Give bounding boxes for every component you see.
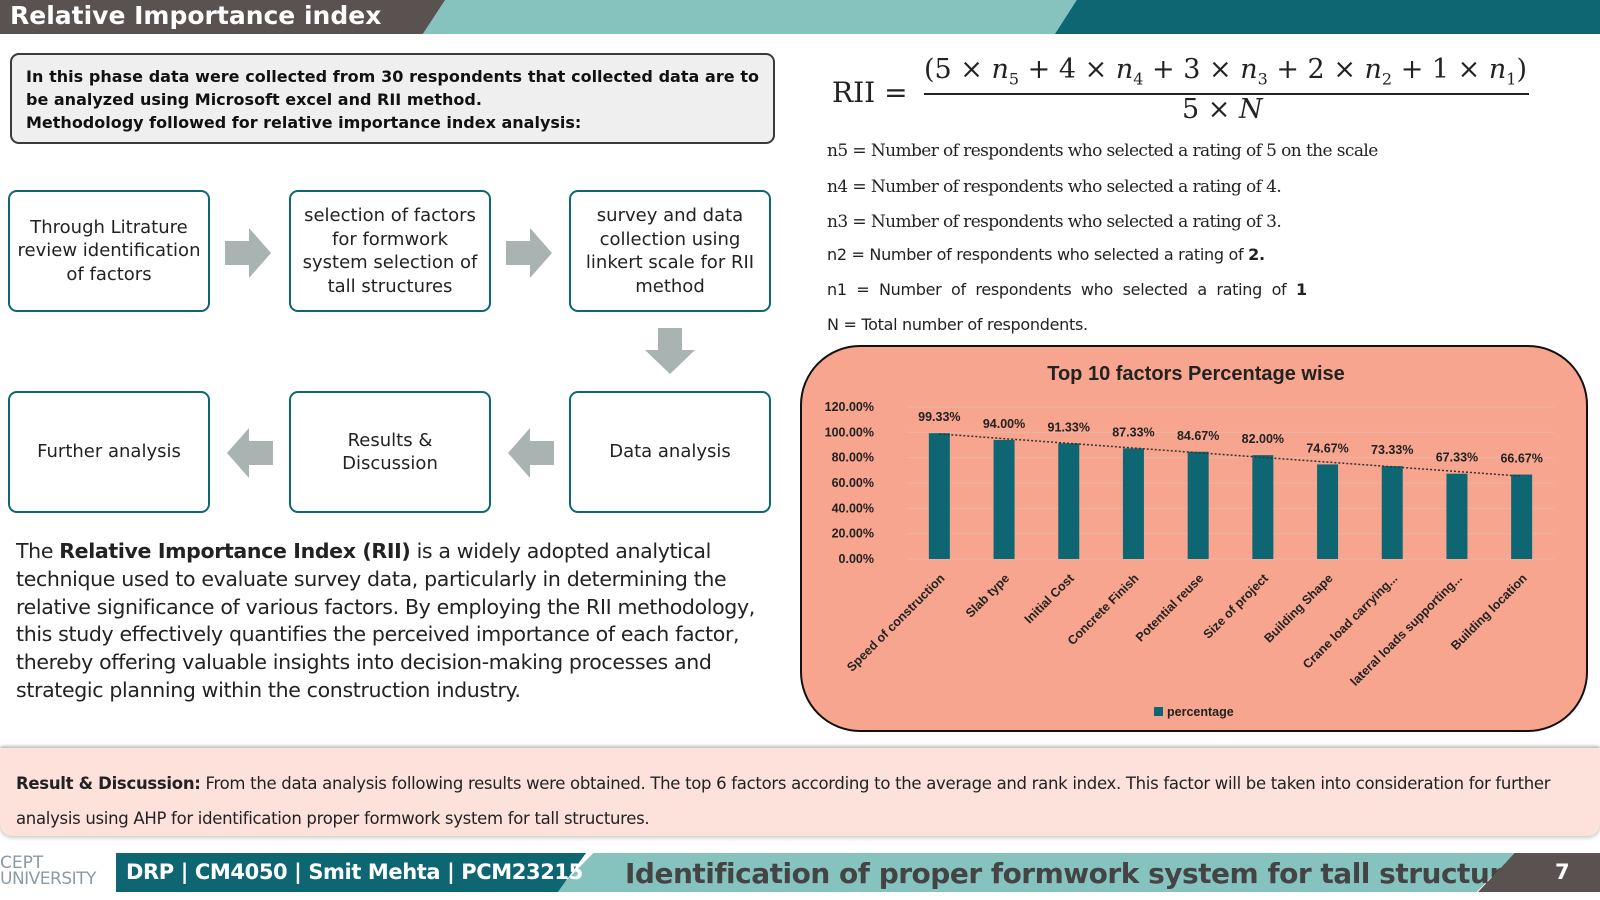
data-label: 99.33% — [918, 410, 960, 424]
bar-chart: Top 10 factors Percentage wise 0.00% 20.00… — [825, 363, 1554, 719]
intro-box: In this phase data were collected from 3… — [10, 53, 775, 144]
definition-n1-text: n1 = Number of respondents who selected … — [827, 280, 1296, 299]
legend-swatch — [1154, 707, 1163, 716]
flow-step-further: Further analysis — [8, 391, 210, 513]
definition-n1-value: 1 — [1295, 280, 1307, 299]
trendline — [939, 433, 1522, 477]
header-accent — [1055, 0, 1600, 34]
definition-n2-text: n2 = Number of respondents who selected … — [827, 245, 1249, 264]
rii-formula: RII = (5 × n5 + 4 × n4 + 3 × n3 + 2 × n2… — [832, 54, 1552, 134]
footer-info: DRP | CM4050 | Smit Mehta | PCM23215 — [126, 860, 583, 884]
formula-lhs: RII = — [832, 76, 908, 109]
bar — [1122, 448, 1144, 559]
x-tick-label: Potential reuse — [1133, 571, 1206, 644]
bar — [1187, 451, 1209, 559]
footer-info-band — [116, 853, 586, 892]
description-text-start: The — [16, 539, 60, 563]
y-tick-label: 120.00% — [825, 400, 874, 414]
y-tick-label: 80.00% — [832, 451, 874, 465]
flow-step-selection: selection of factors for formwork system… — [289, 190, 491, 312]
x-tick-label: Slab type — [963, 571, 1012, 620]
data-label: 84.67% — [1177, 429, 1219, 443]
footer-title: Identification of proper formwork system… — [625, 857, 1548, 890]
data-label: 74.67% — [1306, 441, 1348, 455]
logo-line1: CEPT — [0, 853, 44, 873]
data-label: 67.33% — [1436, 451, 1478, 465]
definition-n4: n4 = Number of respondents who selected … — [827, 177, 1282, 197]
bar — [1058, 443, 1080, 559]
data-label: 73.33% — [1371, 443, 1413, 457]
definition-N: N = Total number of respondents. — [827, 315, 1088, 334]
data-label: 82.00% — [1242, 432, 1284, 446]
formula-fraction-bar — [924, 93, 1529, 95]
x-tick-label: Size of project — [1201, 571, 1272, 642]
arrow-right-icon — [225, 228, 271, 278]
arrow-down-icon — [645, 328, 695, 374]
x-tick-label: Speed of construction — [844, 571, 947, 674]
y-tick-label: 100.00% — [825, 425, 874, 439]
page-number: 7 — [1555, 860, 1570, 884]
definition-n5: n5 = Number of respondents who selected … — [827, 141, 1378, 161]
bar — [928, 433, 950, 559]
bar — [1446, 473, 1468, 559]
x-tick-label: lateral loads supporting... — [1348, 571, 1465, 688]
y-tick-label: 0.00% — [839, 552, 874, 566]
y-tick-label: 60.00% — [832, 476, 874, 490]
bar — [1511, 474, 1533, 559]
definition-n2-value: 2. — [1248, 245, 1265, 264]
x-tick-label: Building Shape — [1261, 571, 1335, 645]
flow-step-survey: survey and data collection using linkert… — [569, 190, 771, 312]
x-tick-label: Concrete Finish — [1065, 571, 1142, 648]
formula-numerator: (5 × n5 + 4 × n4 + 3 × n3 + 2 × n2 + 1 ×… — [924, 54, 1527, 89]
result-label: Result & Discussion: — [16, 774, 201, 793]
definition-n2: n2 = Number of respondents who selected … — [827, 245, 1265, 264]
bar — [1381, 466, 1403, 559]
formula-denominator: 5 × N — [1182, 94, 1263, 125]
flow-step-results: Results & Discussion — [289, 391, 491, 513]
definition-n3: n3 = Number of respondents who selected … — [827, 212, 1282, 232]
bar — [1317, 464, 1339, 559]
flow-step-literature: Through Litrature review identification … — [8, 190, 210, 312]
description-text-rest: is a widely adopted analytical technique… — [16, 539, 755, 702]
university-logo: CEPT UNIVERSITY — [0, 853, 118, 900]
x-tick-label: Initial Cost — [1022, 571, 1078, 627]
data-label: 66.67% — [1500, 452, 1542, 466]
data-label: 91.33% — [1048, 420, 1090, 434]
bar — [993, 439, 1015, 559]
rii-description: The Relative Importance Index (RII) is a… — [16, 538, 776, 705]
chart-panel: Top 10 factors Percentage wise 0.00% 20.00… — [800, 345, 1588, 732]
header-title-shape — [0, 0, 445, 34]
definition-n1: n1 = Number of respondents who selected … — [827, 280, 1307, 299]
arrow-left-icon — [227, 428, 273, 478]
chart-title: Top 10 factors Percentage wise — [1047, 363, 1345, 385]
arrow-right-icon — [506, 228, 552, 278]
result-text: From the data analysis following results… — [16, 774, 1551, 828]
data-label: 87.33% — [1112, 425, 1154, 439]
flow-step-analysis: Data analysis — [569, 391, 771, 513]
description-bold-term: Relative Importance Index (RII) — [59, 539, 411, 563]
intro-text: In this phase data were collected from 3… — [26, 67, 759, 109]
logo-line2: UNIVERSITY — [0, 869, 96, 889]
bar — [1252, 455, 1274, 559]
arrow-left-icon — [508, 428, 554, 478]
data-label: 94.00% — [983, 417, 1025, 431]
y-tick-label: 20.00% — [832, 527, 874, 541]
result-discussion: Result & Discussion: From the data analy… — [0, 748, 1600, 836]
slide-title: Relative Importance index — [10, 1, 382, 30]
y-tick-label: 40.00% — [832, 501, 874, 515]
footer: CEPT UNIVERSITY DRP | CM4050 | Smit Meht… — [0, 853, 1600, 900]
legend-label: percentage — [1167, 705, 1234, 719]
intro-methodology: Methodology followed for relative import… — [26, 113, 582, 132]
footer-title-band — [555, 853, 1515, 892]
